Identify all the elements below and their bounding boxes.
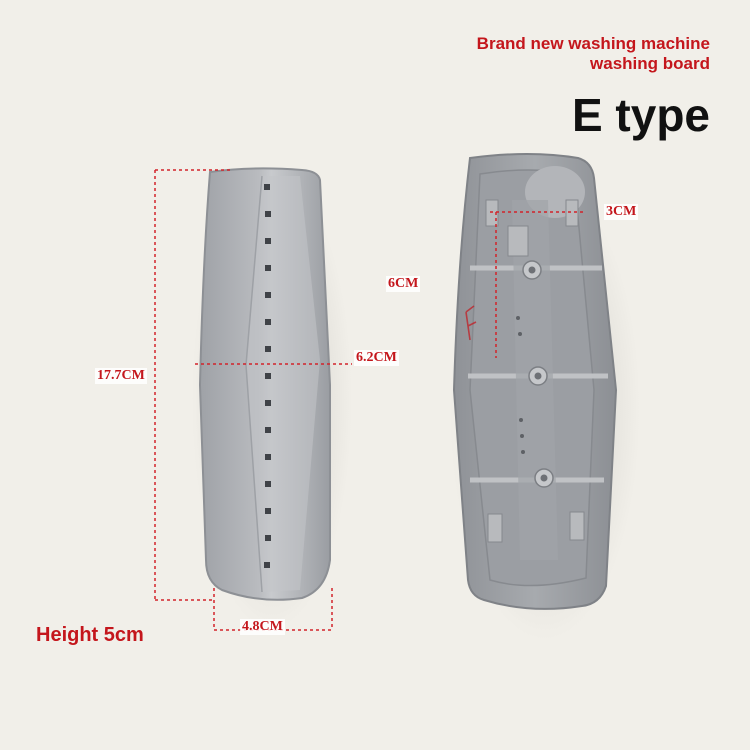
screw-bosses [522,260,554,488]
title-line-1: Brand new washing machine [476,34,710,53]
length-label: 17.7CM [95,368,147,384]
screw-holes [528,266,548,482]
product-title: Brand new washing machine washing board [310,34,710,74]
dimension-lines [154,169,584,631]
type-label: E type [571,89,710,141]
washing-board-back [452,153,618,610]
slot-width-label: 3CM [604,204,639,220]
washing-board-front [198,167,331,601]
title-line-2: washing board [590,54,710,73]
height-label: Height 5cm [36,624,144,646]
drain-holes [264,184,271,568]
base-width-label: 4.8CM [240,619,285,635]
width-label: 6.2CM [354,350,399,366]
rib-gap-label: 6CM [386,276,421,292]
